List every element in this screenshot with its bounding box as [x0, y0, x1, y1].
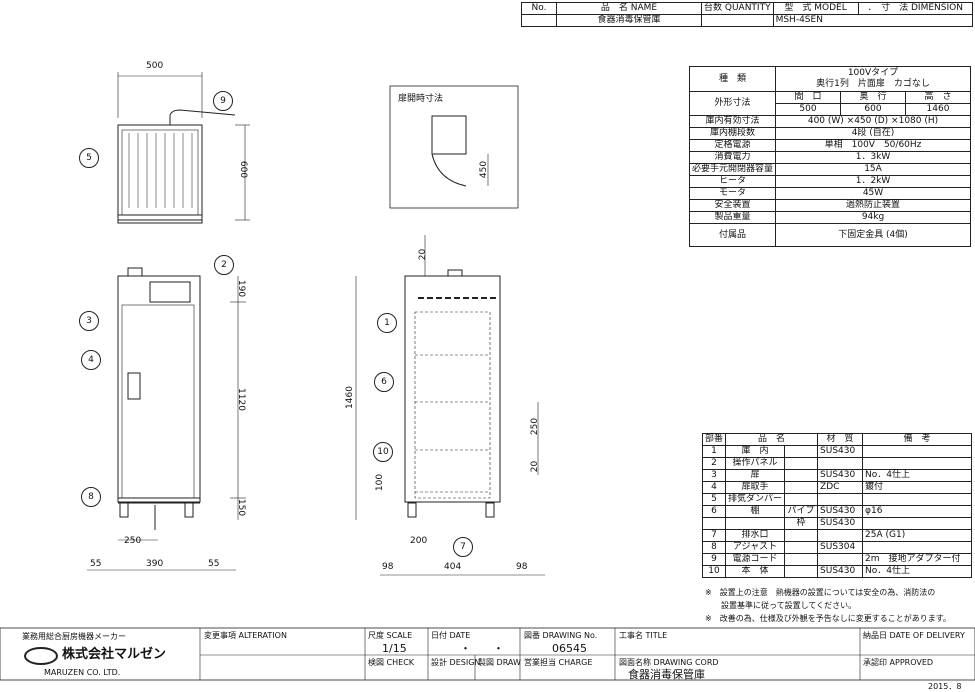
drawing-no-label: 図番 DRAWING No.	[524, 631, 598, 640]
maker-caption: 業務用総合厨房機器メーカー	[22, 632, 126, 641]
callout-7: 7	[453, 537, 473, 557]
dim-top-depth: 600	[238, 160, 249, 179]
work-name-label: 工事名 TITLE	[619, 631, 668, 640]
note-line: ※ 改善の為、仕様及び外観を予告なしに変更することがあります。	[705, 614, 951, 623]
door-box-dim: 450	[479, 160, 490, 179]
dim-side-w2: 404	[444, 562, 462, 572]
check-label: 検図 CHECK	[368, 658, 415, 667]
dim-top-width: 500	[146, 61, 164, 71]
dim-front-h1: 190	[236, 279, 247, 298]
dim-side-top: 20	[418, 248, 429, 261]
delivery-label: 納品日 DATE OF DELIVERY	[863, 631, 965, 640]
side-view	[355, 235, 545, 576]
spec-value: 下固定金具 (4個)	[775, 223, 971, 247]
model-value: MSH-4SEN	[772, 14, 974, 27]
callout-1: 1	[377, 313, 397, 333]
company-logo	[24, 647, 58, 665]
parts-header: 材 質	[817, 433, 864, 446]
header-table: No. 品 名 NAME 台数 QUANTITY 型 式 MODEL ． 寸 法…	[521, 2, 974, 27]
approved-label: 承認印 APPROVED	[863, 658, 934, 667]
part-material: SUS430	[817, 565, 864, 578]
company-name: 株式会社マルゼン	[62, 647, 167, 662]
part-no: 10	[701, 565, 727, 578]
callout-9: 9	[213, 91, 233, 111]
product-name: 食器消毒保管庫	[556, 14, 702, 27]
design-label: 設計 DESIGN	[431, 658, 481, 667]
door-box-title: 扉開時寸法	[398, 94, 444, 104]
dim-side-100: 100	[375, 473, 386, 492]
dim-front-w2: 390	[146, 559, 164, 569]
part-name: 本 体	[725, 565, 786, 578]
year-label: 2015．8	[928, 682, 962, 691]
spec-value: 100Vタイプ 奥行1列 片面扉 カゴなし	[775, 66, 971, 92]
parts-header: 品 名	[725, 433, 819, 446]
scale-label: 尺度 SCALE	[368, 631, 413, 640]
parts-notes: ※ 設置上の注意 熱機器の設置については安全の為、消防法の 設置基準に従って設置…	[705, 586, 951, 625]
drawing-no-value: 06545	[552, 642, 587, 655]
callout-5: 5	[79, 148, 99, 168]
dim-front-w1: 55	[90, 559, 102, 569]
title-block-frame	[0, 627, 975, 681]
callout-10: 10	[373, 442, 393, 462]
dim-side-total: 1460	[344, 386, 355, 409]
dim-side-w3: 98	[516, 562, 528, 572]
date-label: 日付 DATE	[431, 631, 471, 640]
alteration-label: 変更事項 ALTERATION	[204, 631, 287, 640]
top-view	[117, 72, 250, 224]
scale-value: 1/15	[382, 642, 407, 655]
dim-side-20: 20	[530, 460, 541, 473]
charge-label: 営業担当 CHARGE	[524, 658, 593, 667]
drawing-name-value: 食器消毒保管庫	[628, 668, 705, 681]
front-view	[87, 267, 246, 571]
dim-side-200: 200	[410, 536, 428, 546]
dim-front-w3: 55	[208, 559, 220, 569]
dim-side-250: 250	[530, 417, 541, 436]
draw-label: 製図 DRAW	[478, 658, 521, 667]
drawing-name-label: 図面名称 DRAWING CORD	[619, 658, 719, 667]
note-line: 設置基準に従って設置してください。	[705, 601, 857, 610]
callout-4: 4	[81, 350, 101, 370]
dim-front-h3: 150	[236, 498, 247, 517]
callout-8: 8	[81, 487, 101, 507]
dim-front-drain: 250	[124, 536, 142, 546]
dim-front-h2: 1120	[235, 388, 246, 411]
callout-2: 2	[214, 255, 234, 275]
vent-pattern	[125, 133, 195, 208]
spec-label: 付属品	[688, 223, 777, 247]
part-note: 2m 接地アダプター付	[862, 553, 972, 566]
callout-3: 3	[79, 311, 99, 331]
door-open-box	[389, 85, 519, 209]
date-value: ・ ・	[460, 642, 504, 655]
callout-6: 6	[374, 372, 394, 392]
part-note: No．4仕上	[862, 565, 972, 578]
note-line: ※ 設置上の注意 熱機器の設置については安全の為、消防法の	[705, 588, 936, 597]
company-en: MARUZEN CO. LTD.	[44, 668, 121, 677]
dim-side-w1: 98	[382, 562, 394, 572]
